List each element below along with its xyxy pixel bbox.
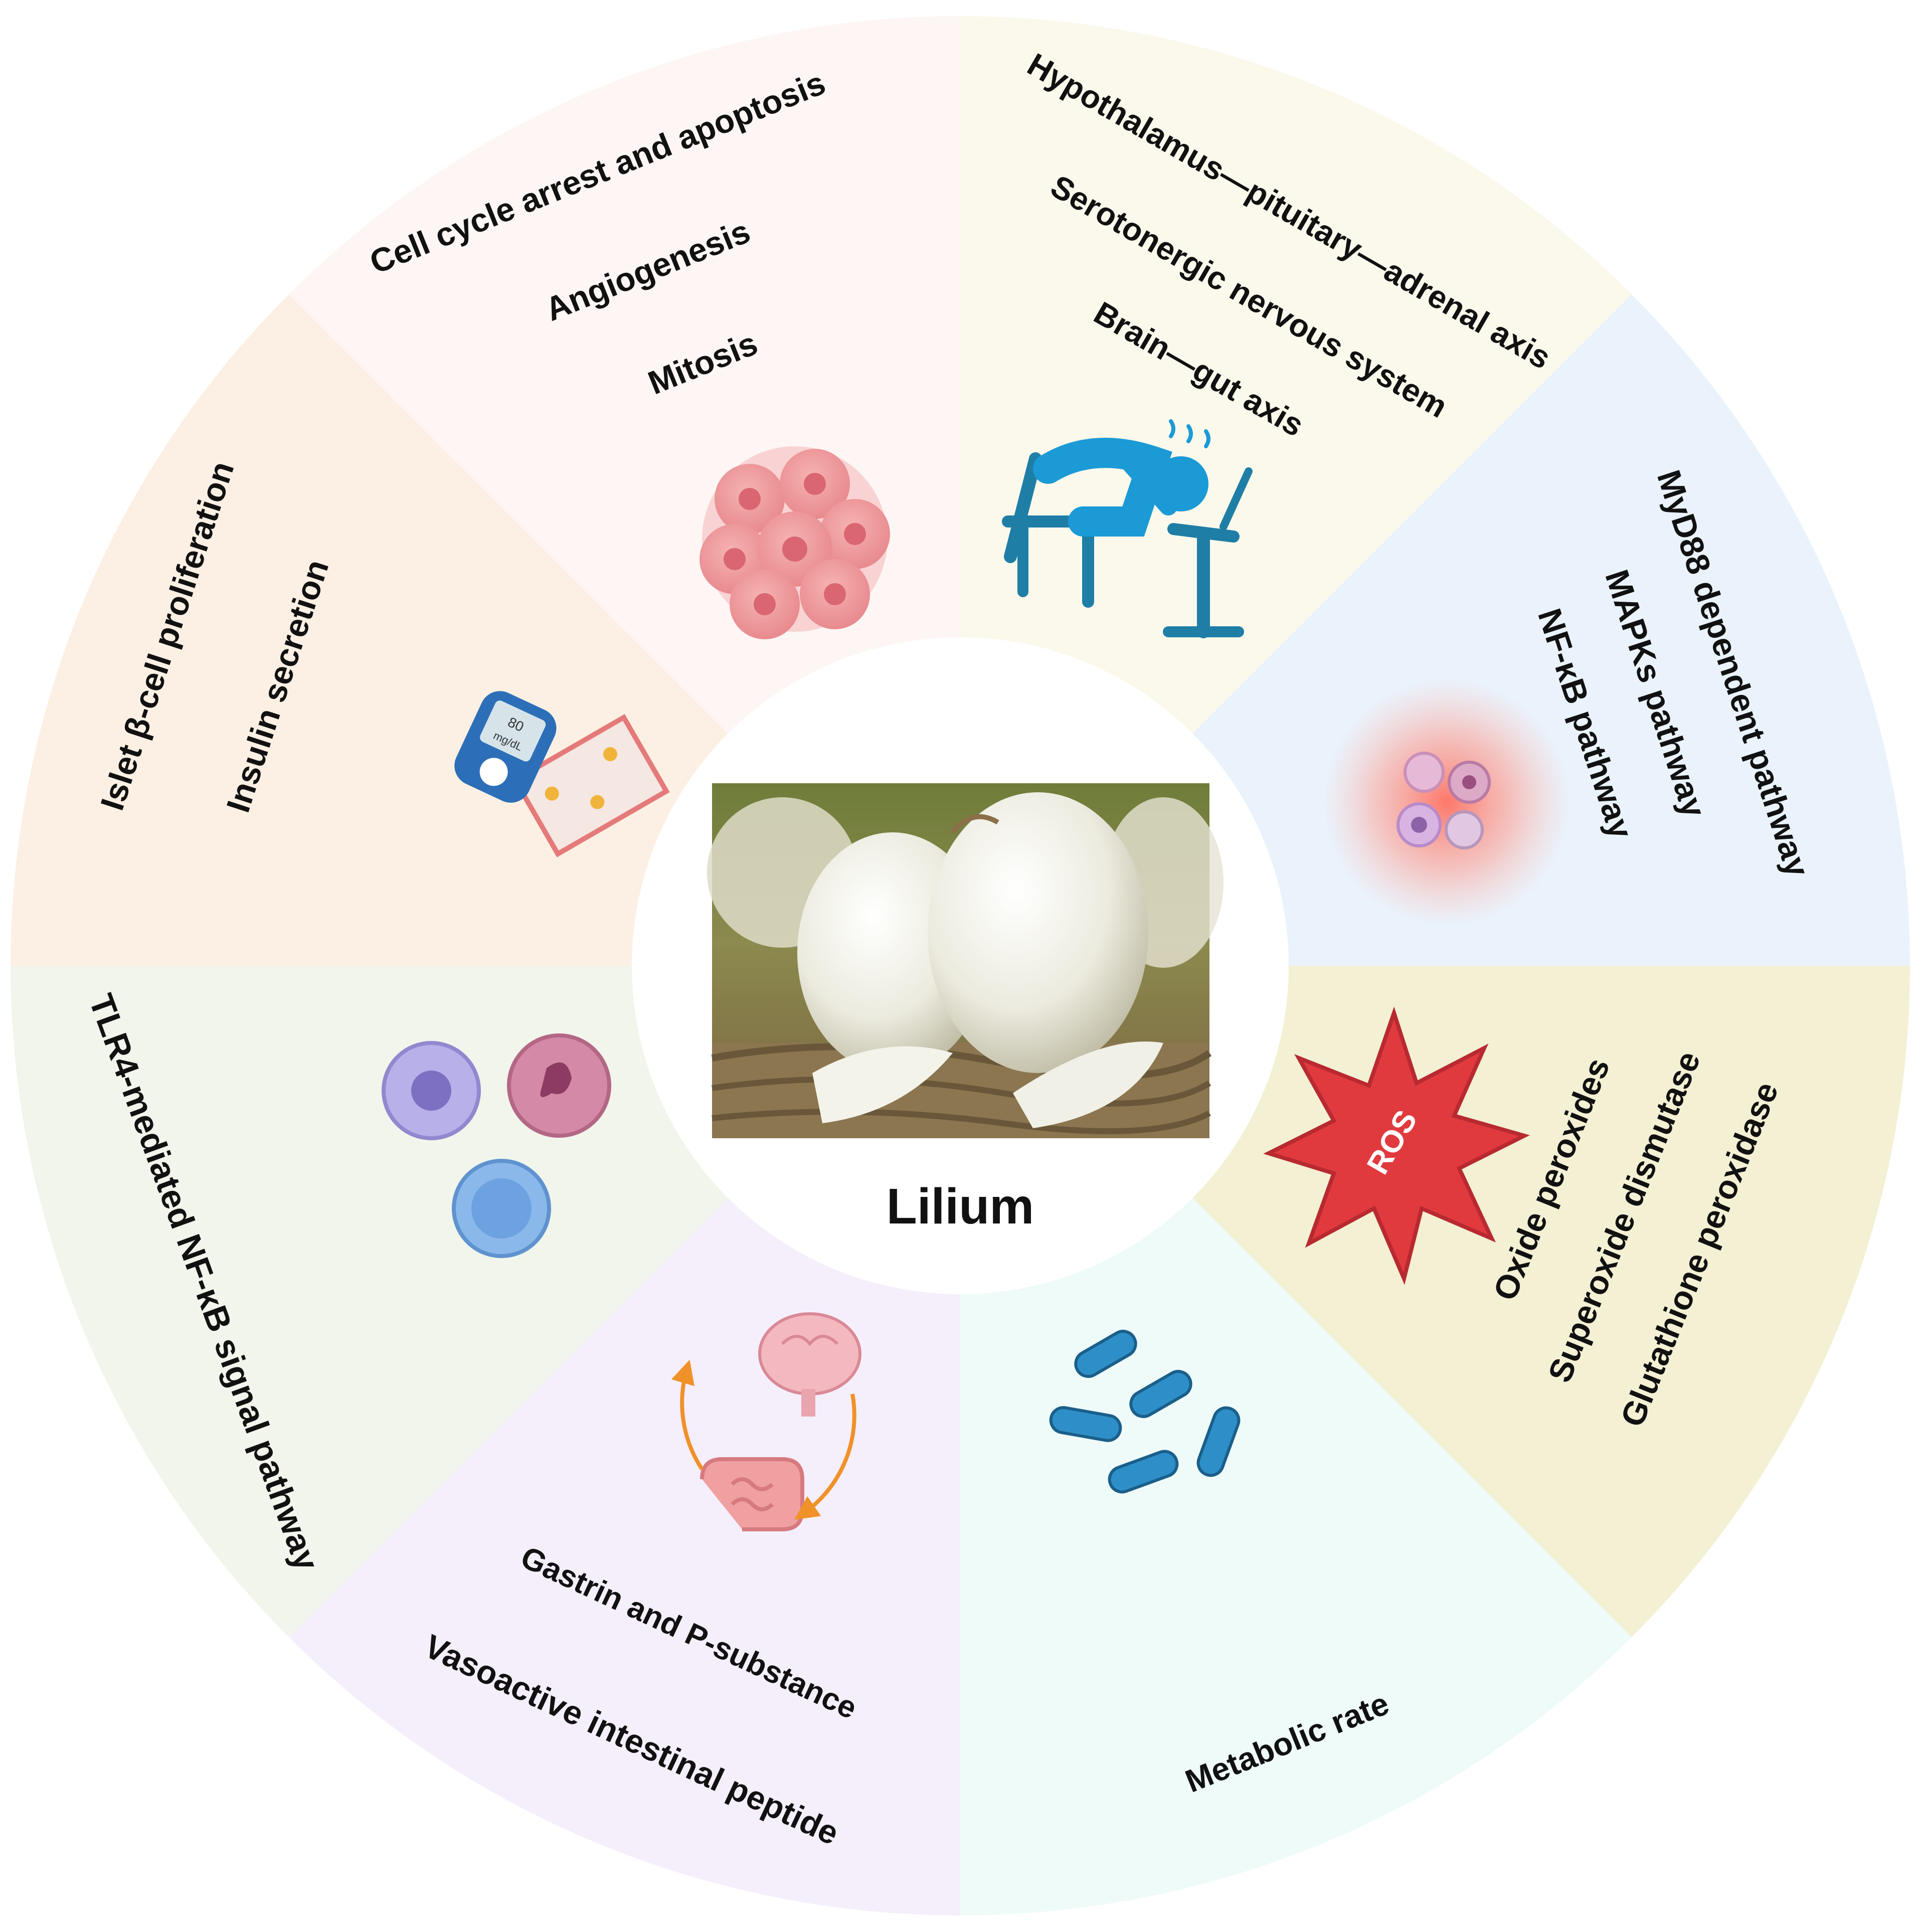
cancer-cell-cluster-icon (700, 446, 890, 639)
inflammation-cells-icon (1321, 677, 1572, 928)
ros-star-badge: ROS (1263, 1006, 1530, 1285)
immune-cells-icon (382, 1033, 611, 1258)
glucose-meter-icon: 80 mg/dL (454, 691, 670, 857)
gut-bacteria-icon (1049, 1330, 1241, 1494)
center-title: Lilium (887, 1178, 1034, 1235)
lilium-bulb-photo (707, 783, 1224, 1138)
brain-gut-cycle-icon (671, 1312, 861, 1531)
stressed-person-icon (1002, 419, 1253, 638)
